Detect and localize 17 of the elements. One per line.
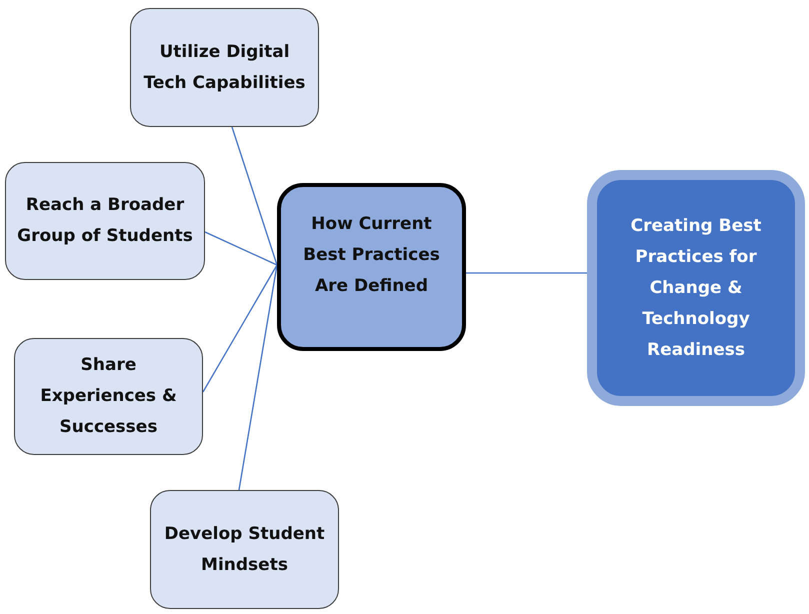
subtopic-box [130,8,319,127]
connector-line [466,272,587,274]
connector-line [202,264,278,392]
connector-line [231,126,278,266]
main-topic-box [587,170,805,406]
central-topic-box [277,183,466,351]
topic-text: How Current Best Practices Are Defined [302,212,441,298]
topic-text: Share Experiences & Successes [39,354,178,439]
topic-text: Develop Student Mindsets [163,522,326,576]
subtopic-box [14,338,203,455]
topic-text: Creating Best Practices for Change & Technology Readiness [630,214,762,362]
topic-text: Reach a Broader Group of Students [16,194,194,248]
subtopic-box [150,490,339,609]
connector-line [238,264,278,490]
connector-line [204,231,278,266]
topic-text: Utilize Digital Tech Capabilities [142,40,306,94]
subtopic-box [5,162,205,280]
